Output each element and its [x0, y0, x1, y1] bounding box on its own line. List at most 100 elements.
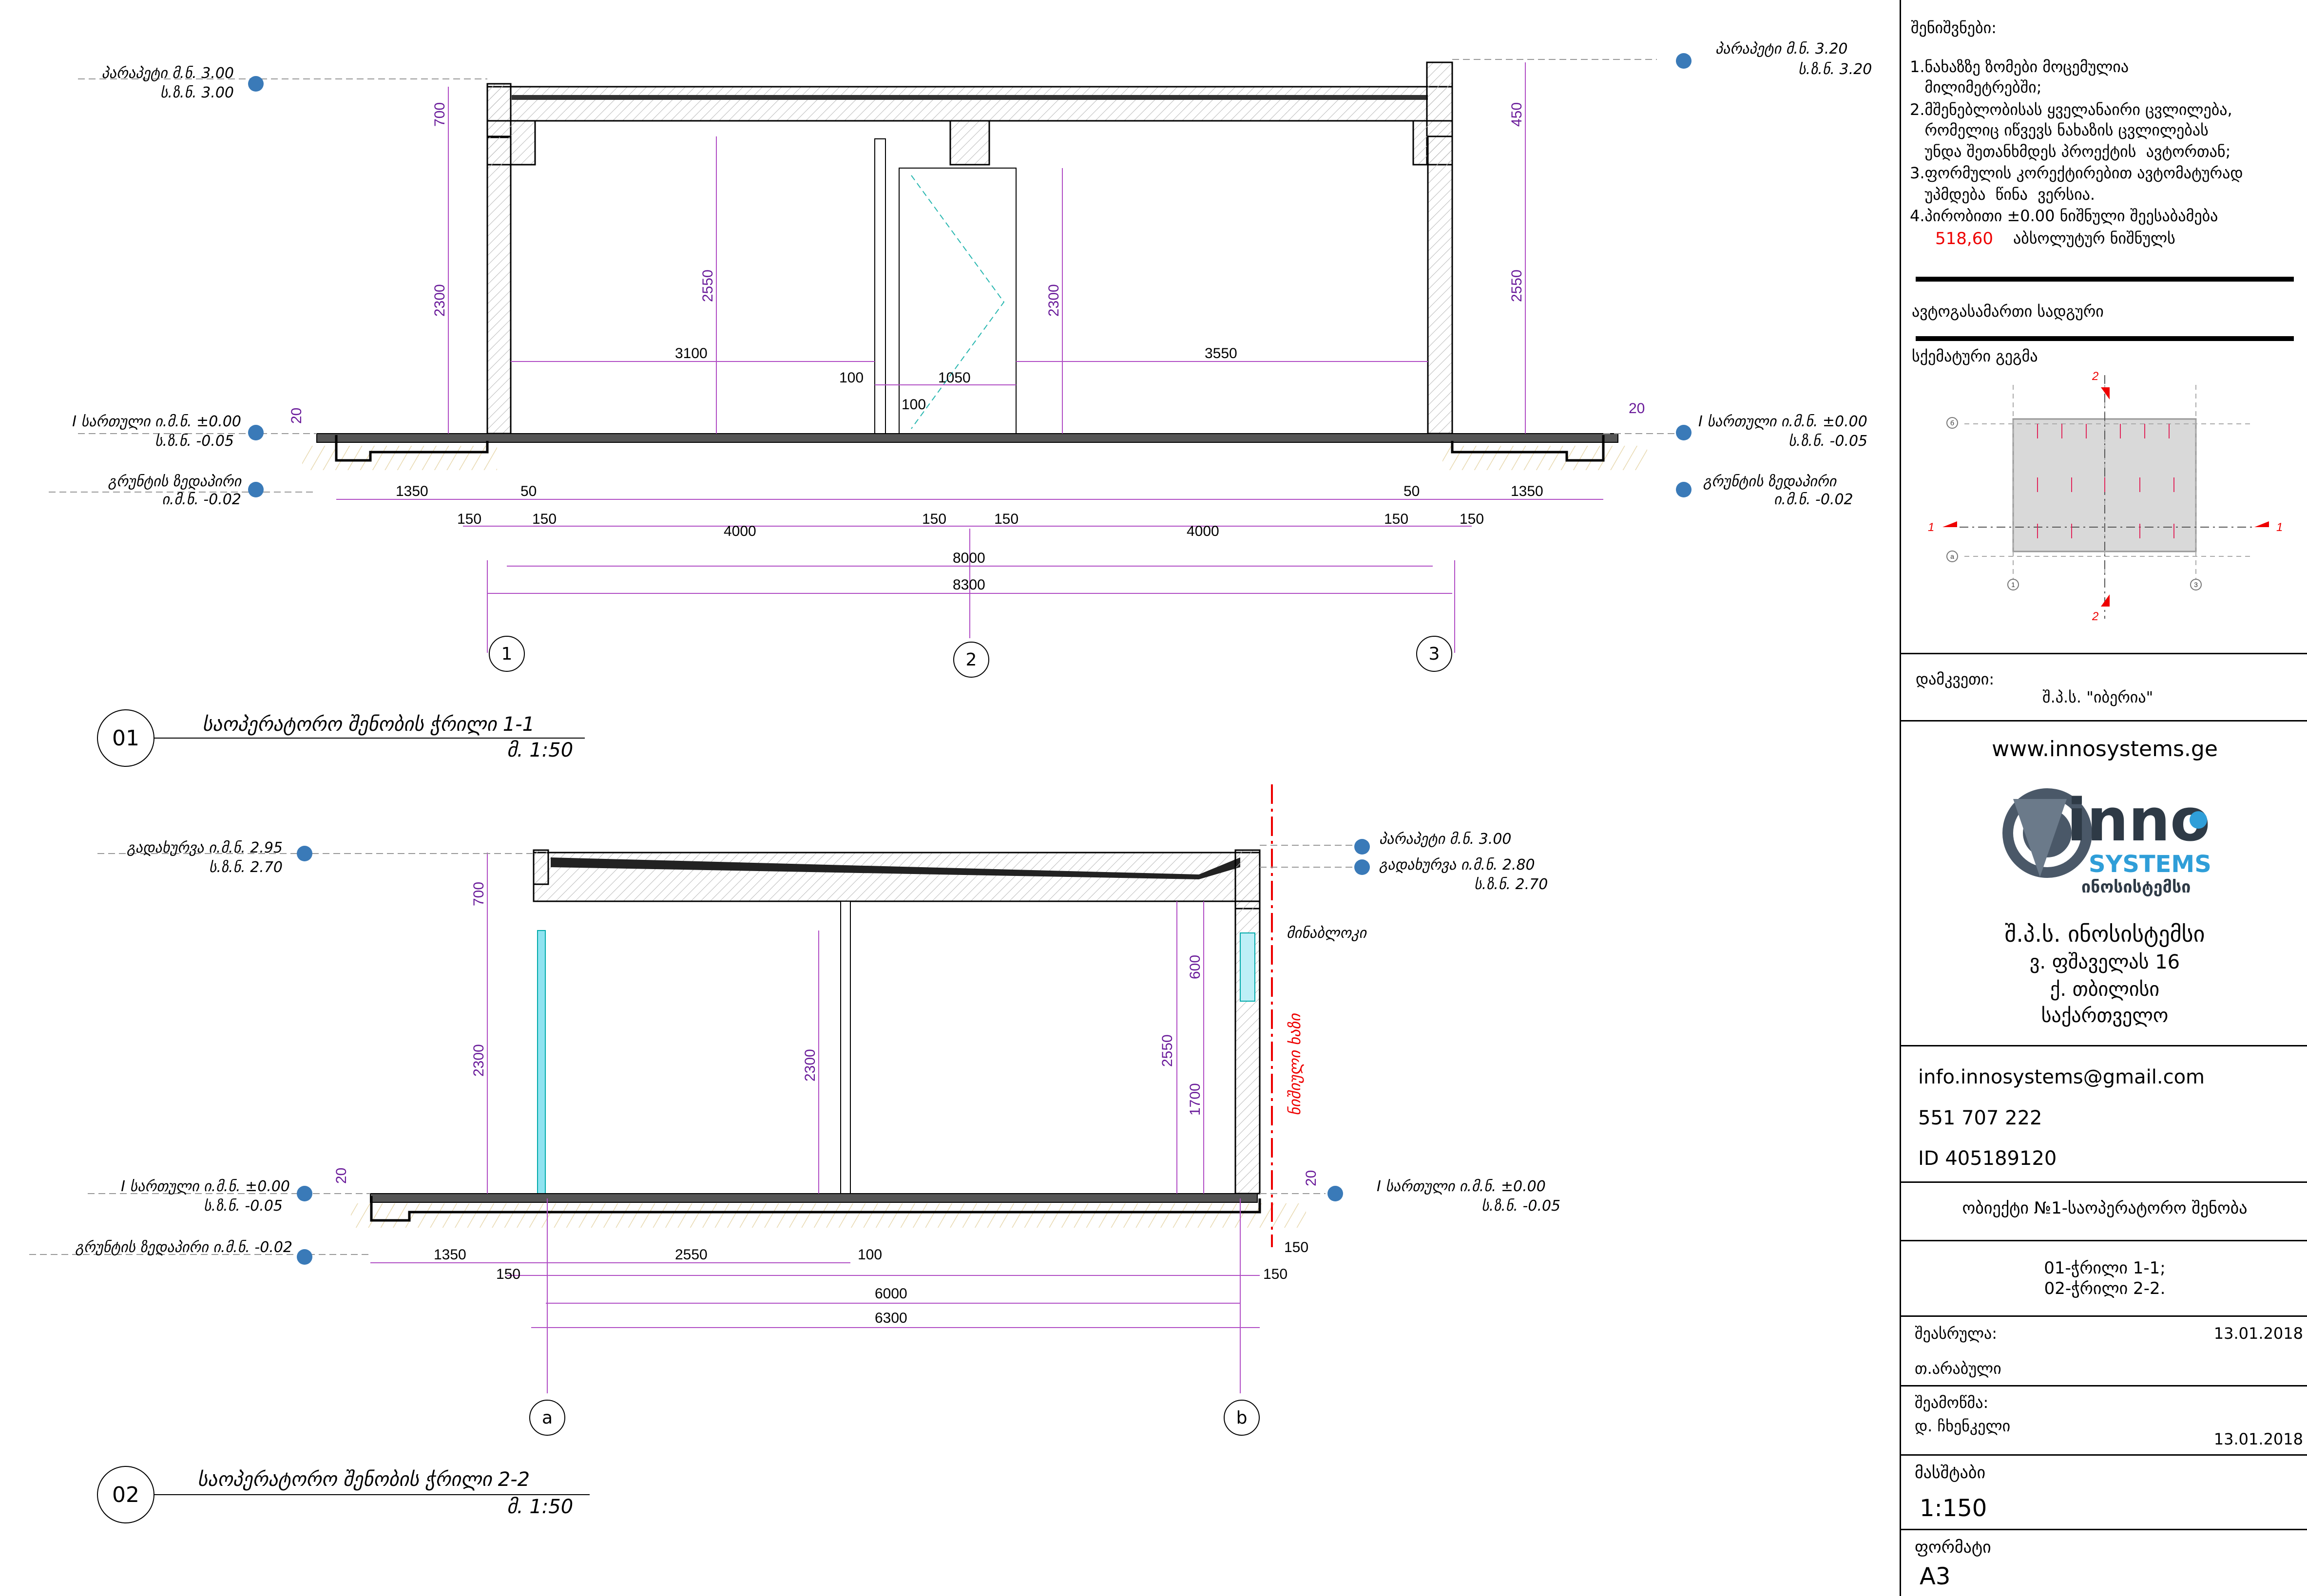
door-swing — [911, 175, 1005, 429]
notes-line-5: უნდა შეთანხმდეს პროექტის ავტორთან; — [1910, 142, 2231, 161]
dim-4000b: 4000 — [1187, 523, 1219, 539]
section-2-scale: მ. 1:50 — [507, 1496, 573, 1518]
levels-left-1: პარაპეტი მ.ნ. 3.00 ს.ზ.ნ. 3.00 I სართული… — [49, 65, 487, 508]
notes-line-8: 4.პირობითი ±0.00 ნიშნული შეესაბამება — [1910, 207, 2218, 225]
drawing-sheet: 700 2300 2550 2300 450 2550 20 20 3100 1… — [29, 40, 1872, 1523]
dim-2550b: 2550 — [1509, 269, 1525, 302]
sheet-content-1: 01-ჭრილი 1-1; — [2044, 1258, 2166, 1278]
checked-name: დ. ჩხენკელი — [1915, 1417, 2011, 1435]
wall-partition — [874, 138, 886, 434]
levels-right-2: პარაპეტი მ.ნ. 3.00 გადახურვა ი.მ.ნ. 2.80… — [1260, 831, 1560, 1215]
axis-markers-2: a b — [529, 1400, 1260, 1436]
logo-sub: SYSTEMS — [2089, 851, 2211, 878]
dim2-2300b: 2300 — [802, 1049, 818, 1082]
dim-2300b: 2300 — [1046, 284, 1062, 317]
levels-left-2: გადახურვა ი.მ.ნ. 2.95 ს.ზ.ნ. 2.70 I სართ… — [29, 839, 534, 1265]
label-minablok: მინაბლოკი — [1287, 925, 1367, 942]
dim-50-left: 50 — [520, 483, 537, 499]
logo-main: inno — [2067, 787, 2210, 855]
dim2-20-left: 20 — [333, 1168, 349, 1184]
section-1-title-block: 01 საოპერატორო შენობის ჭრილი 1-1 მ. 1:50 — [97, 709, 585, 767]
object-name: ობიექტი №1-საოპერატორო შენობა — [1962, 1198, 2248, 1218]
dim-150b: 150 — [532, 511, 557, 527]
floor-slab — [316, 433, 1618, 443]
dim2-1350: 1350 — [434, 1247, 466, 1263]
level-r-ground-l1: გრუნტის ზედაპირი — [1703, 473, 1838, 490]
notes-line-3: 2.მშენებლობისას ყველანაირი ცვლილება, — [1910, 100, 2232, 119]
phone: 551 707 222 — [1918, 1107, 2042, 1129]
level-ground-l1: გრუნტის ზედაპირი — [108, 473, 243, 490]
schema-axis-1: 1 — [2011, 581, 2015, 589]
notes-line-1: 1.ნახაზზე ზომები მოცემულია — [1910, 57, 2129, 76]
wall-right — [1427, 135, 1453, 435]
section-2-title-block: 02 საოპერატორო შენობის ჭრილი 2-2 მ. 1:50 — [97, 1466, 590, 1523]
dim-700: 700 — [432, 102, 448, 127]
soil-2 — [351, 1203, 1306, 1228]
dim2-150a: 150 — [496, 1266, 520, 1282]
dim2-2550b: 2550 — [675, 1247, 708, 1263]
footing-2 — [370, 1196, 1261, 1222]
dim-150d: 150 — [994, 511, 1019, 527]
dim2-20-right: 20 — [1303, 1170, 1319, 1186]
dim2-700: 700 — [471, 882, 487, 906]
company-name: შ.პ.ს. ინოსისტემსი — [2004, 921, 2205, 947]
partition-2 — [840, 901, 851, 1194]
section-2-title: საოპერატორო შენობის ჭრილი 2-2 — [197, 1468, 530, 1491]
notes-line-6: 3.ფორმულის კორექტირებით ავტომატურად — [1910, 164, 2243, 182]
dim-2550a: 2550 — [700, 269, 716, 302]
dim-8000: 8000 — [953, 550, 985, 566]
dim-20-right: 20 — [1629, 400, 1645, 417]
levels-right-1: პარაპეტი მ.ნ. 3.20 ს.ზ.ნ. 3.20 I სართული… — [1452, 40, 1872, 508]
level-r-ground-l2: ი.მ.ნ. -0.02 — [1774, 491, 1853, 508]
dim-150f: 150 — [1460, 511, 1484, 527]
section-1-1: 700 2300 2550 2300 450 2550 20 20 3100 1… — [49, 40, 1872, 767]
roof-slab — [486, 86, 1453, 122]
notes-title: შენიშვნები: — [1911, 19, 1997, 37]
executed-date: 13.01.2018 — [2213, 1324, 2303, 1343]
axis-1: 1 — [501, 644, 513, 664]
executed-name: თ.არაბული — [1915, 1359, 2001, 1378]
section-2-2: 700 2300 2300 600 2550 1700 20 20 1350 2… — [29, 784, 1560, 1523]
building-type: ავტოგასამართი სადგური — [1912, 302, 2104, 321]
horizontal-dim-lines — [336, 361, 1603, 653]
logo-geo: ინოსისტემსი — [2081, 877, 2191, 897]
section-2-number: 02 — [112, 1482, 139, 1507]
level-r-parapet-l2: ს.ზ.ნ. 3.20 — [1798, 61, 1872, 78]
dim-1050: 1050 — [938, 370, 971, 386]
checked-label: შეამოწმა: — [1915, 1393, 1989, 1412]
level2-roof-l1: გადახურვა ი.მ.ნ. 2.95 — [127, 839, 283, 856]
schema-mark-right: 1 — [2276, 521, 2283, 534]
dim2-600: 600 — [1187, 955, 1203, 979]
dim-150a: 150 — [457, 511, 481, 527]
sheet-content-2: 02-ჭრილი 2-2. — [2044, 1279, 2166, 1298]
dim-150c: 150 — [922, 511, 946, 527]
level2-ground-l1: გრუნტის ზედაპირი ი.მ.ნ. -0.02 — [76, 1239, 292, 1256]
schema-mark-bottom: 2 — [2092, 610, 2098, 623]
executed-label: შეასრულა: — [1915, 1324, 1998, 1343]
schema-title: სქემატური გეგმა — [1912, 347, 2038, 365]
section-1-number: 01 — [112, 726, 139, 751]
notes-line-2: მილიმეტრებში; — [1910, 78, 2042, 96]
dim-20-left: 20 — [288, 408, 305, 424]
company-logo: inno SYSTEMS ინოსისტემსი — [2002, 787, 2211, 897]
address-city: ქ. თბილისი — [2050, 978, 2160, 1001]
dim-100a: 100 — [839, 370, 864, 386]
footing-right — [1451, 435, 1605, 462]
soil-right — [1442, 446, 1647, 470]
scale-label: მასშტაბი — [1915, 1463, 1986, 1482]
dim2-100: 100 — [858, 1247, 882, 1263]
format-label: ფორმატი — [1915, 1538, 1991, 1557]
schema-axis-3: 3 — [2194, 581, 2198, 589]
dim-50-right: 50 — [1403, 483, 1420, 499]
checked-date: 13.01.2018 — [2213, 1430, 2303, 1448]
dim-1350-right: 1350 — [1511, 483, 1543, 499]
dim-8300: 8300 — [953, 577, 985, 593]
level-floor-l1: I სართული ი.მ.ნ. ±0.00 — [72, 413, 241, 430]
glass-block — [1240, 932, 1255, 1002]
format-value: A3 — [1920, 1563, 1951, 1590]
scale-value: 1:150 — [1920, 1495, 1987, 1522]
beam-middle — [949, 120, 990, 166]
door-frame — [899, 168, 1017, 434]
dim-450: 450 — [1509, 102, 1525, 127]
axis-b: b — [1236, 1408, 1248, 1428]
